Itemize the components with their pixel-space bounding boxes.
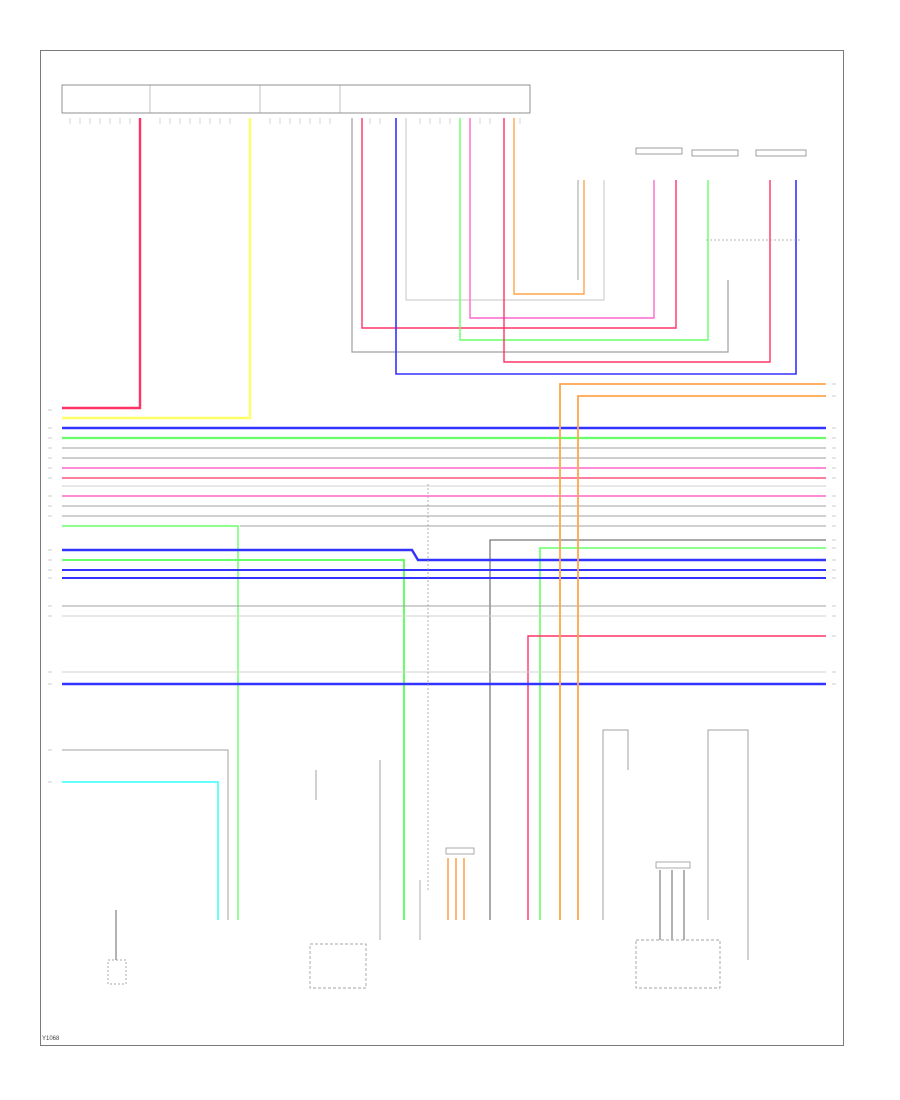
top-wires — [62, 118, 800, 420]
lower-components — [107, 847, 721, 989]
page-code: Y1068 — [42, 1036, 60, 1042]
right-top-components — [635, 147, 807, 157]
lower-connector-stubs — [115, 858, 685, 960]
horizontal-bus — [62, 383, 826, 920]
lower-wiring — [62, 729, 749, 960]
top-connector-block — [61, 84, 531, 124]
bus-terminals — [48, 383, 836, 783]
diagram-border — [40, 50, 844, 1046]
